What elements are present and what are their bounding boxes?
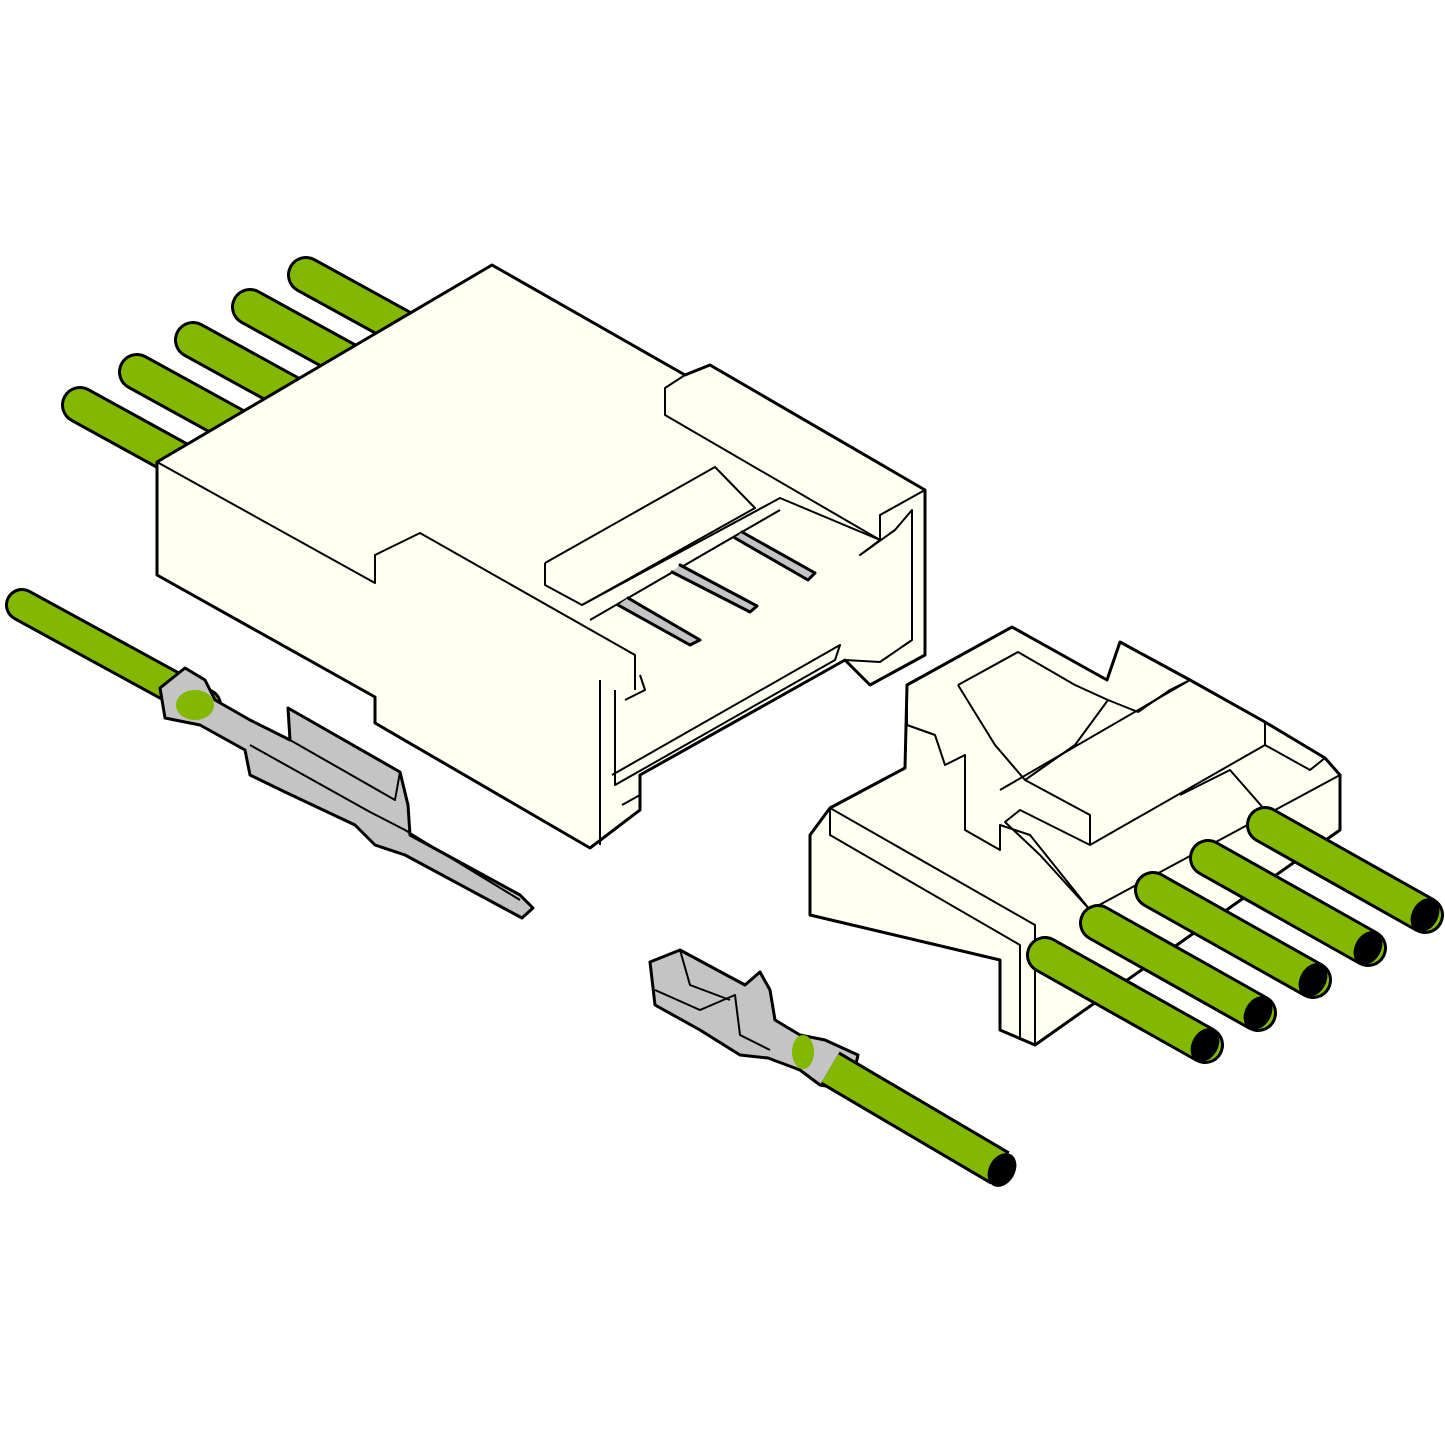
wire-end-cap [1190,1028,1220,1062]
receptacle-wires [1026,806,1444,1064]
wire-1 [1026,936,1224,1064]
wire-end-cap [1243,996,1273,1030]
male-pin-terminal-icon [5,588,535,920]
wire-end-cap [1410,898,1440,932]
receptacle-housing-icon [808,625,1342,1047]
female-socket-terminal-icon [648,948,1017,1187]
wire-3 [1134,871,1332,999]
wire-4 [1189,839,1387,967]
wire-5 [1246,806,1444,934]
wire-end-cap [1298,963,1328,997]
wire-2 [1079,904,1277,1032]
plug-pins [616,530,817,647]
wire-end-cap [1353,931,1383,965]
plug-housing-icon [155,263,927,850]
